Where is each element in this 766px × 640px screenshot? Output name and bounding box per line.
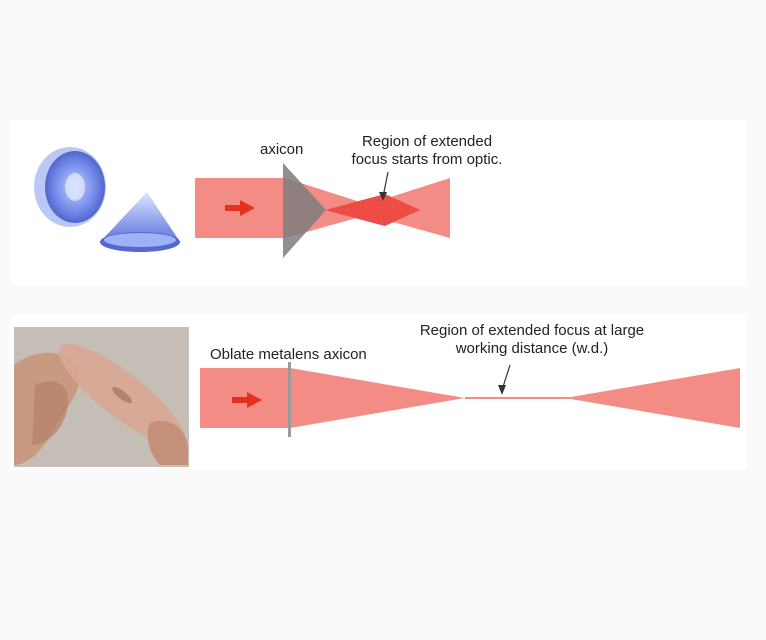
- diverging-beam: [565, 368, 740, 428]
- metalens-photo: [14, 327, 189, 467]
- axicon-panel: axicon Region of extended focus starts f…: [10, 120, 746, 285]
- beam-arrow-icon: [232, 392, 262, 408]
- metalens-diagram: [14, 327, 740, 467]
- annotation-pointer: [379, 171, 389, 201]
- axicon-diagram: [34, 147, 450, 258]
- metalens-label: Oblate metalens axicon: [210, 346, 367, 363]
- metalens-element: [288, 362, 291, 437]
- extended-focus-region: [325, 194, 420, 226]
- converging-beam: [290, 368, 465, 428]
- metalens-panel: Oblate metalens axicon Region of extende…: [10, 315, 746, 470]
- axicon-photo: [34, 147, 180, 252]
- annotation-line-1: Region of extended focus at large: [419, 322, 645, 339]
- annotation-line-1: Region of extended: [361, 133, 493, 150]
- axicon-label: axicon: [260, 141, 304, 158]
- axicon-prism: [283, 163, 326, 258]
- beam-arrow-icon: [225, 200, 255, 216]
- annotation-pointer: [498, 364, 511, 395]
- annotation-line-2: working distance (w.d.): [455, 340, 609, 357]
- annotation-line-2: focus starts from optic.: [351, 151, 503, 168]
